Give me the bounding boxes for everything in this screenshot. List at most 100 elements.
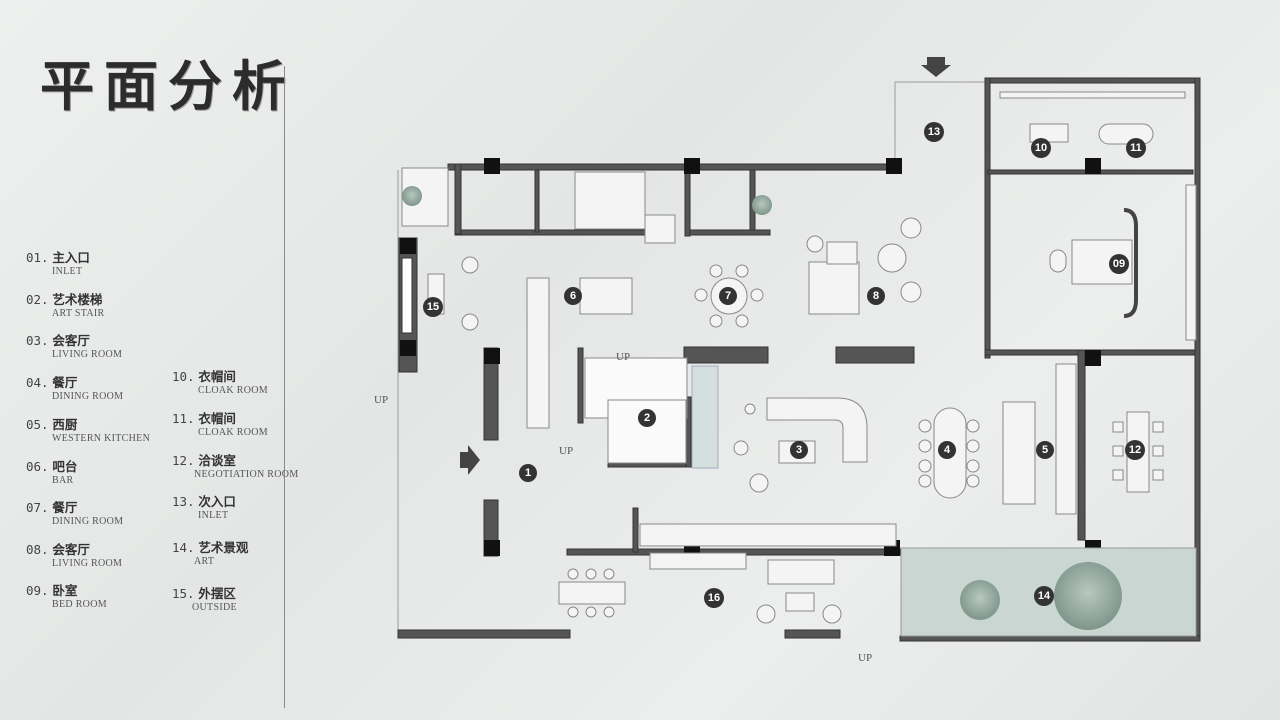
legend-item: 10. 衣帽间 CLOAK ROOM — [172, 366, 268, 396]
legend-en: LIVING ROOM — [52, 349, 123, 360]
room-badge: 09 — [1109, 254, 1129, 274]
up-label: UP — [858, 652, 872, 664]
furniture — [401, 91, 1197, 624]
room-badge: 3 — [790, 441, 808, 459]
badge-number: 10 — [1035, 142, 1047, 154]
legend-cn: 吧台 — [52, 459, 78, 474]
badge-number: 7 — [725, 290, 731, 302]
badge-number: 14 — [1038, 590, 1051, 602]
legend-cn: 会客厅 — [52, 333, 90, 348]
legend-en: WESTERN KITCHEN — [52, 433, 151, 444]
legend-number: 12. — [172, 453, 195, 468]
legend-en: INLET — [52, 266, 83, 277]
legend-cn: 外摆区 — [198, 586, 236, 601]
legend-item: 08. 会客厅 LIVING ROOM — [26, 539, 122, 569]
legend-en: OUTSIDE — [192, 602, 237, 613]
badge-number: 11 — [1130, 142, 1142, 154]
legend-cn: 艺术景观 — [198, 540, 249, 555]
room-badges: 1 2 3 4 5 6 7 8 09 10 11 12 13 14 15 16 — [423, 122, 1146, 608]
badge-number: 16 — [708, 592, 720, 604]
legend-item: 12. 洽谈室 NEGOTIATION ROOM — [172, 450, 299, 480]
legend-number: 15. — [172, 586, 195, 601]
room-badge: 4 — [938, 441, 956, 459]
legend-number: 08. — [26, 542, 49, 557]
legend-cn: 会客厅 — [52, 542, 90, 557]
legend-number: 06. — [26, 459, 49, 474]
legend-en: NEGOTIATION ROOM — [194, 469, 299, 480]
legend-cn: 卧室 — [52, 583, 78, 598]
plan-outline — [397, 81, 985, 632]
legend-item: 14. 艺术景观 ART — [172, 537, 248, 567]
badge-number: 13 — [928, 126, 940, 138]
legend-cn: 餐厅 — [52, 500, 78, 515]
legend-number: 03. — [26, 333, 49, 348]
legend-number: 05. — [26, 417, 49, 432]
legend-cn: 衣帽间 — [198, 411, 236, 426]
badge-number: 4 — [944, 444, 951, 456]
legend-item: 03. 会客厅 LIVING ROOM — [26, 330, 122, 360]
legend-en: ART STAIR — [52, 308, 105, 319]
badge-number: 5 — [1042, 444, 1048, 456]
legend-number: 13. — [172, 494, 195, 509]
legend-en: BAR — [52, 475, 74, 486]
legend-number: 01. — [26, 250, 49, 265]
page-title: 平面分析 — [40, 54, 296, 118]
legend-number: 11. — [172, 411, 195, 426]
legend-cn: 餐厅 — [52, 375, 78, 390]
legend-cn: 衣帽间 — [198, 369, 236, 384]
legend-item: 02. 艺术楼梯 ART STAIR — [26, 289, 105, 319]
legend-en: ART — [194, 556, 215, 567]
room-badge: 10 — [1031, 138, 1051, 158]
room-badge: 13 — [924, 122, 944, 142]
badge-number: 1 — [525, 467, 531, 479]
legend-en: INLET — [198, 510, 229, 521]
legend-en: CLOAK ROOM — [198, 385, 268, 396]
room-badge: 2 — [638, 409, 656, 427]
up-label: UP — [374, 394, 388, 406]
legend-item: 09. 卧室 BED ROOM — [26, 580, 107, 610]
legend-number: 14. — [172, 540, 195, 555]
legend-item: 15. 外摆区 OUTSIDE — [172, 583, 237, 613]
legend-item: 07. 餐厅 DINING ROOM — [26, 497, 123, 527]
legend-number: 09. — [26, 583, 49, 598]
badge-number: 12 — [1129, 444, 1141, 456]
legend-cn: 次入口 — [198, 494, 236, 509]
legend-en: BED ROOM — [52, 599, 107, 610]
legend-number: 10. — [172, 369, 195, 384]
room-badge: 1 — [519, 464, 537, 482]
up-label: UP — [559, 445, 573, 457]
legend-cn: 洽谈室 — [198, 453, 236, 468]
inlet-arrow-icon — [460, 445, 480, 475]
room-badge: 12 — [1125, 440, 1145, 460]
badge-number: 6 — [570, 290, 576, 302]
room-badge: 7 — [719, 287, 737, 305]
legend-en: LIVING ROOM — [52, 558, 123, 569]
legend-number: 04. — [26, 375, 49, 390]
legend-en: CLOAK ROOM — [198, 427, 268, 438]
legend-cn: 艺术楼梯 — [52, 292, 103, 307]
legend-item: 01. 主入口 INLET — [26, 247, 90, 277]
legend-number: 07. — [26, 500, 49, 515]
legend-item: 05. 西厨 WESTERN KITCHEN — [26, 414, 150, 444]
room-badge: 14 — [1034, 586, 1054, 606]
entrance-arrows — [460, 57, 951, 475]
divider-line — [284, 66, 285, 708]
room-badge: 15 — [423, 297, 443, 317]
legend-en: DINING ROOM — [52, 391, 124, 402]
legend-item: 11. 衣帽间 CLOAK ROOM — [172, 408, 268, 438]
room-badge: 6 — [564, 287, 582, 305]
up-label: UP — [616, 351, 630, 363]
legend-cn: 主入口 — [52, 250, 90, 265]
badge-number: 09 — [1113, 258, 1125, 270]
badge-number: 8 — [873, 290, 879, 302]
legend-cn: 西厨 — [52, 417, 78, 432]
room-badge: 5 — [1036, 441, 1054, 459]
room-badge: 11 — [1126, 138, 1146, 158]
legend-item: 13. 次入口 INLET — [172, 491, 236, 521]
legend-item: 06. 吧台 BAR — [26, 456, 77, 486]
legend-en: DINING ROOM — [52, 516, 124, 527]
legend-number: 02. — [26, 292, 49, 307]
badge-number: 3 — [796, 444, 802, 456]
badge-number: 2 — [644, 412, 650, 424]
